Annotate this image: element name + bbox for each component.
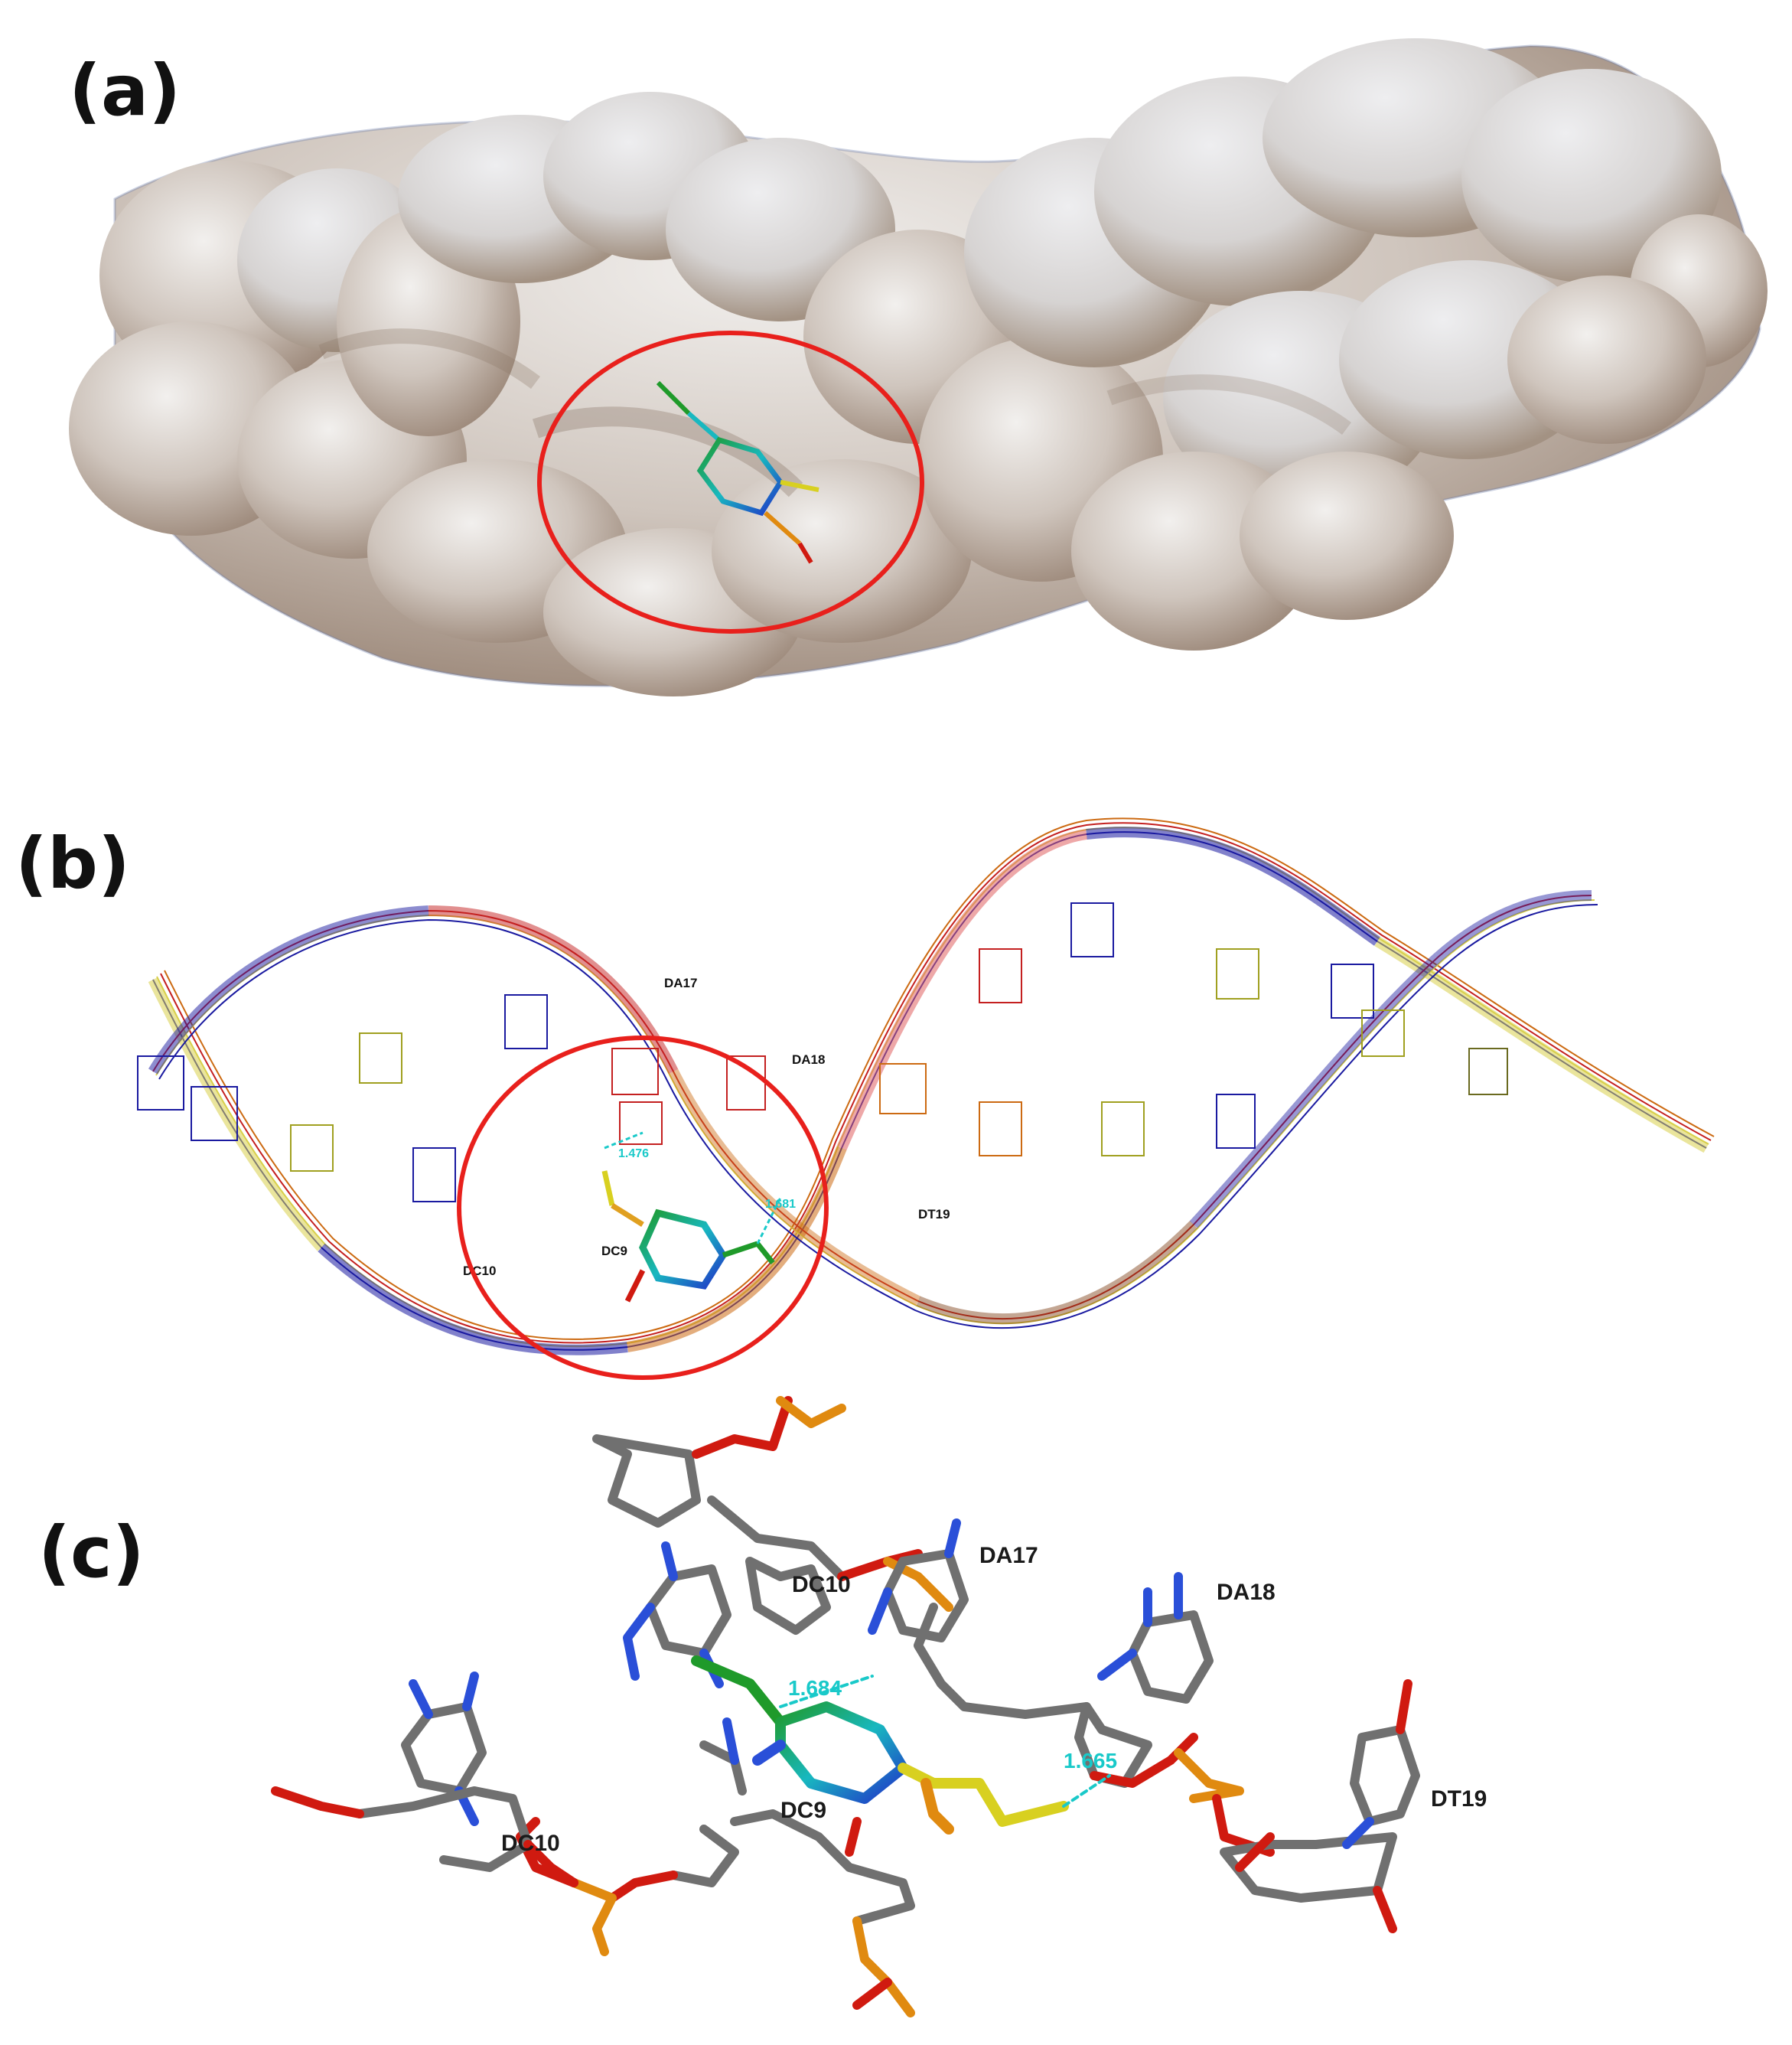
panel-a-label: (a) bbox=[69, 50, 181, 132]
residue-label-dt19-c: DT19 bbox=[1431, 1786, 1487, 1812]
stick-model bbox=[271, 1396, 1420, 2017]
ligand-b bbox=[601, 1131, 782, 1303]
hbond-label-c-2: 1.665 bbox=[1064, 1749, 1117, 1773]
residue-label-da17-c: DA17 bbox=[979, 1543, 1038, 1568]
residue-label-dc16-c: DC10 bbox=[792, 1572, 851, 1597]
dna-surface bbox=[69, 38, 1768, 696]
panel-a: (a) bbox=[69, 38, 1768, 696]
hbond-label-b-1: 1.476 bbox=[618, 1147, 649, 1160]
highlight-circle-b bbox=[457, 1036, 829, 1380]
residue-label-da17-b: DA17 bbox=[664, 976, 697, 990]
residue-label-da18-c: DA18 bbox=[1217, 1580, 1276, 1605]
residue-label-dc10-c: DC10 bbox=[501, 1831, 560, 1856]
residue-label-dc9-b: DC9 bbox=[601, 1244, 627, 1258]
panel-b: (b) bbox=[15, 817, 1715, 1380]
residue-label-da18-b: DA18 bbox=[792, 1052, 825, 1067]
panel-c-label: (c) bbox=[38, 1512, 145, 1593]
residue-label-dt19-b: DT19 bbox=[918, 1207, 950, 1221]
highlight-circle-a bbox=[537, 331, 924, 634]
hbond-label-c-1: 1.684 bbox=[788, 1676, 842, 1700]
panel-c: (c) bbox=[38, 1396, 1487, 2017]
dna-ribbon bbox=[137, 817, 1715, 1355]
residue-label-dc9-c: DC9 bbox=[780, 1798, 826, 1823]
ligand-a bbox=[656, 380, 819, 564]
hbond-label-b-2: 1.681 bbox=[765, 1198, 796, 1211]
panel-b-label: (b) bbox=[15, 823, 130, 905]
